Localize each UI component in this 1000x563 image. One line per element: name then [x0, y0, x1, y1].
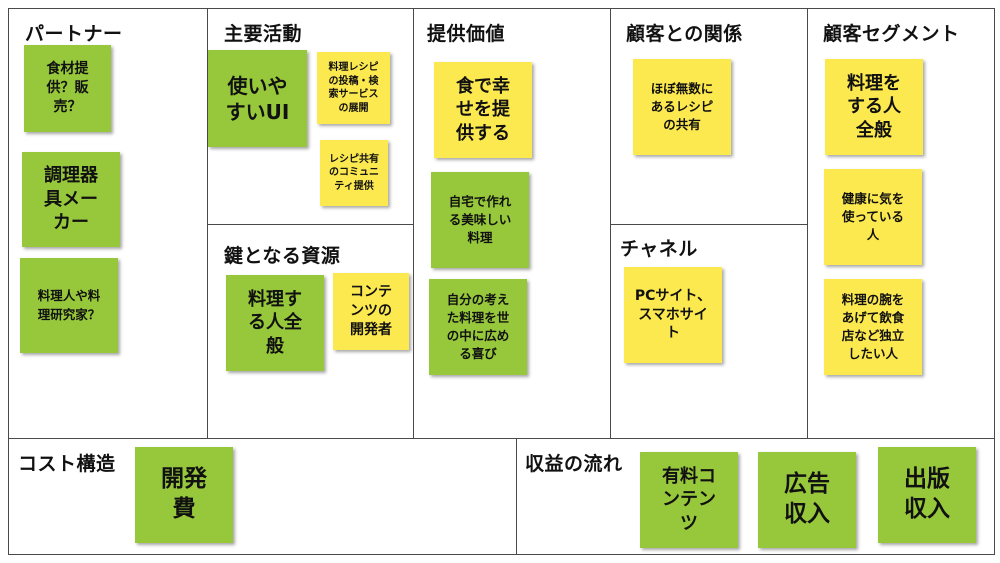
section-title-channels: チャネル: [620, 238, 698, 260]
sticky-note: 食で幸 せを提 供する: [434, 62, 532, 158]
sticky-note: レシピ共有 のコミュニ ティ提供: [320, 140, 388, 206]
sticky-note: 料理レシピ の投稿・検 索サービス の展開: [317, 52, 390, 124]
section-title-partners: パートナー: [25, 23, 123, 45]
sticky-note: コンテ ンツの 開発者: [333, 273, 409, 350]
sticky-note: 健康に気を 使っている 人: [824, 169, 922, 265]
sticky-note: 料理の腕を あげて飲食 店など独立 したい人: [824, 279, 922, 375]
section-title-cost-structure: コスト構造: [18, 453, 116, 475]
sticky-note: 調理器 具メー カー: [22, 152, 120, 247]
sticky-note: PCサイト、 スマホサイ ト: [624, 267, 722, 363]
section-title-revenue-streams: 収益の流れ: [525, 453, 623, 475]
sticky-note: 広告 収入: [758, 452, 856, 548]
sticky-note: 料理人や料 理研究家？: [20, 258, 118, 353]
sticky-note: ほぼ無数に あるレシピ の共有: [633, 59, 731, 155]
sticky-note: 自宅で作れ る美味しい 料理: [431, 172, 529, 268]
sticky-note: 料理を する人 全般: [825, 59, 923, 155]
section-title-key-resources: 鍵となる資源: [224, 245, 341, 267]
sticky-note: 使いや すいUI: [208, 50, 307, 147]
section-cost-structure: [8, 438, 517, 555]
sticky-note: 有料コ ンテン ツ: [640, 452, 738, 548]
sticky-note: 出版 収入: [878, 447, 976, 543]
sticky-note: 食材提 供？販 売？: [24, 45, 111, 132]
section-title-key-activities: 主要活動: [224, 23, 303, 45]
section-title-customer-segments: 顧客セグメント: [823, 23, 960, 45]
section-title-value-propositions: 提供価値: [427, 23, 506, 45]
section-title-customer-relationships: 顧客との関係: [626, 23, 743, 45]
sticky-note: 開発 費: [135, 447, 233, 543]
sticky-note: 自分の考え た料理を世 の中に広め る喜び: [429, 279, 527, 375]
sticky-note: 料理す る人全 般: [226, 275, 324, 371]
